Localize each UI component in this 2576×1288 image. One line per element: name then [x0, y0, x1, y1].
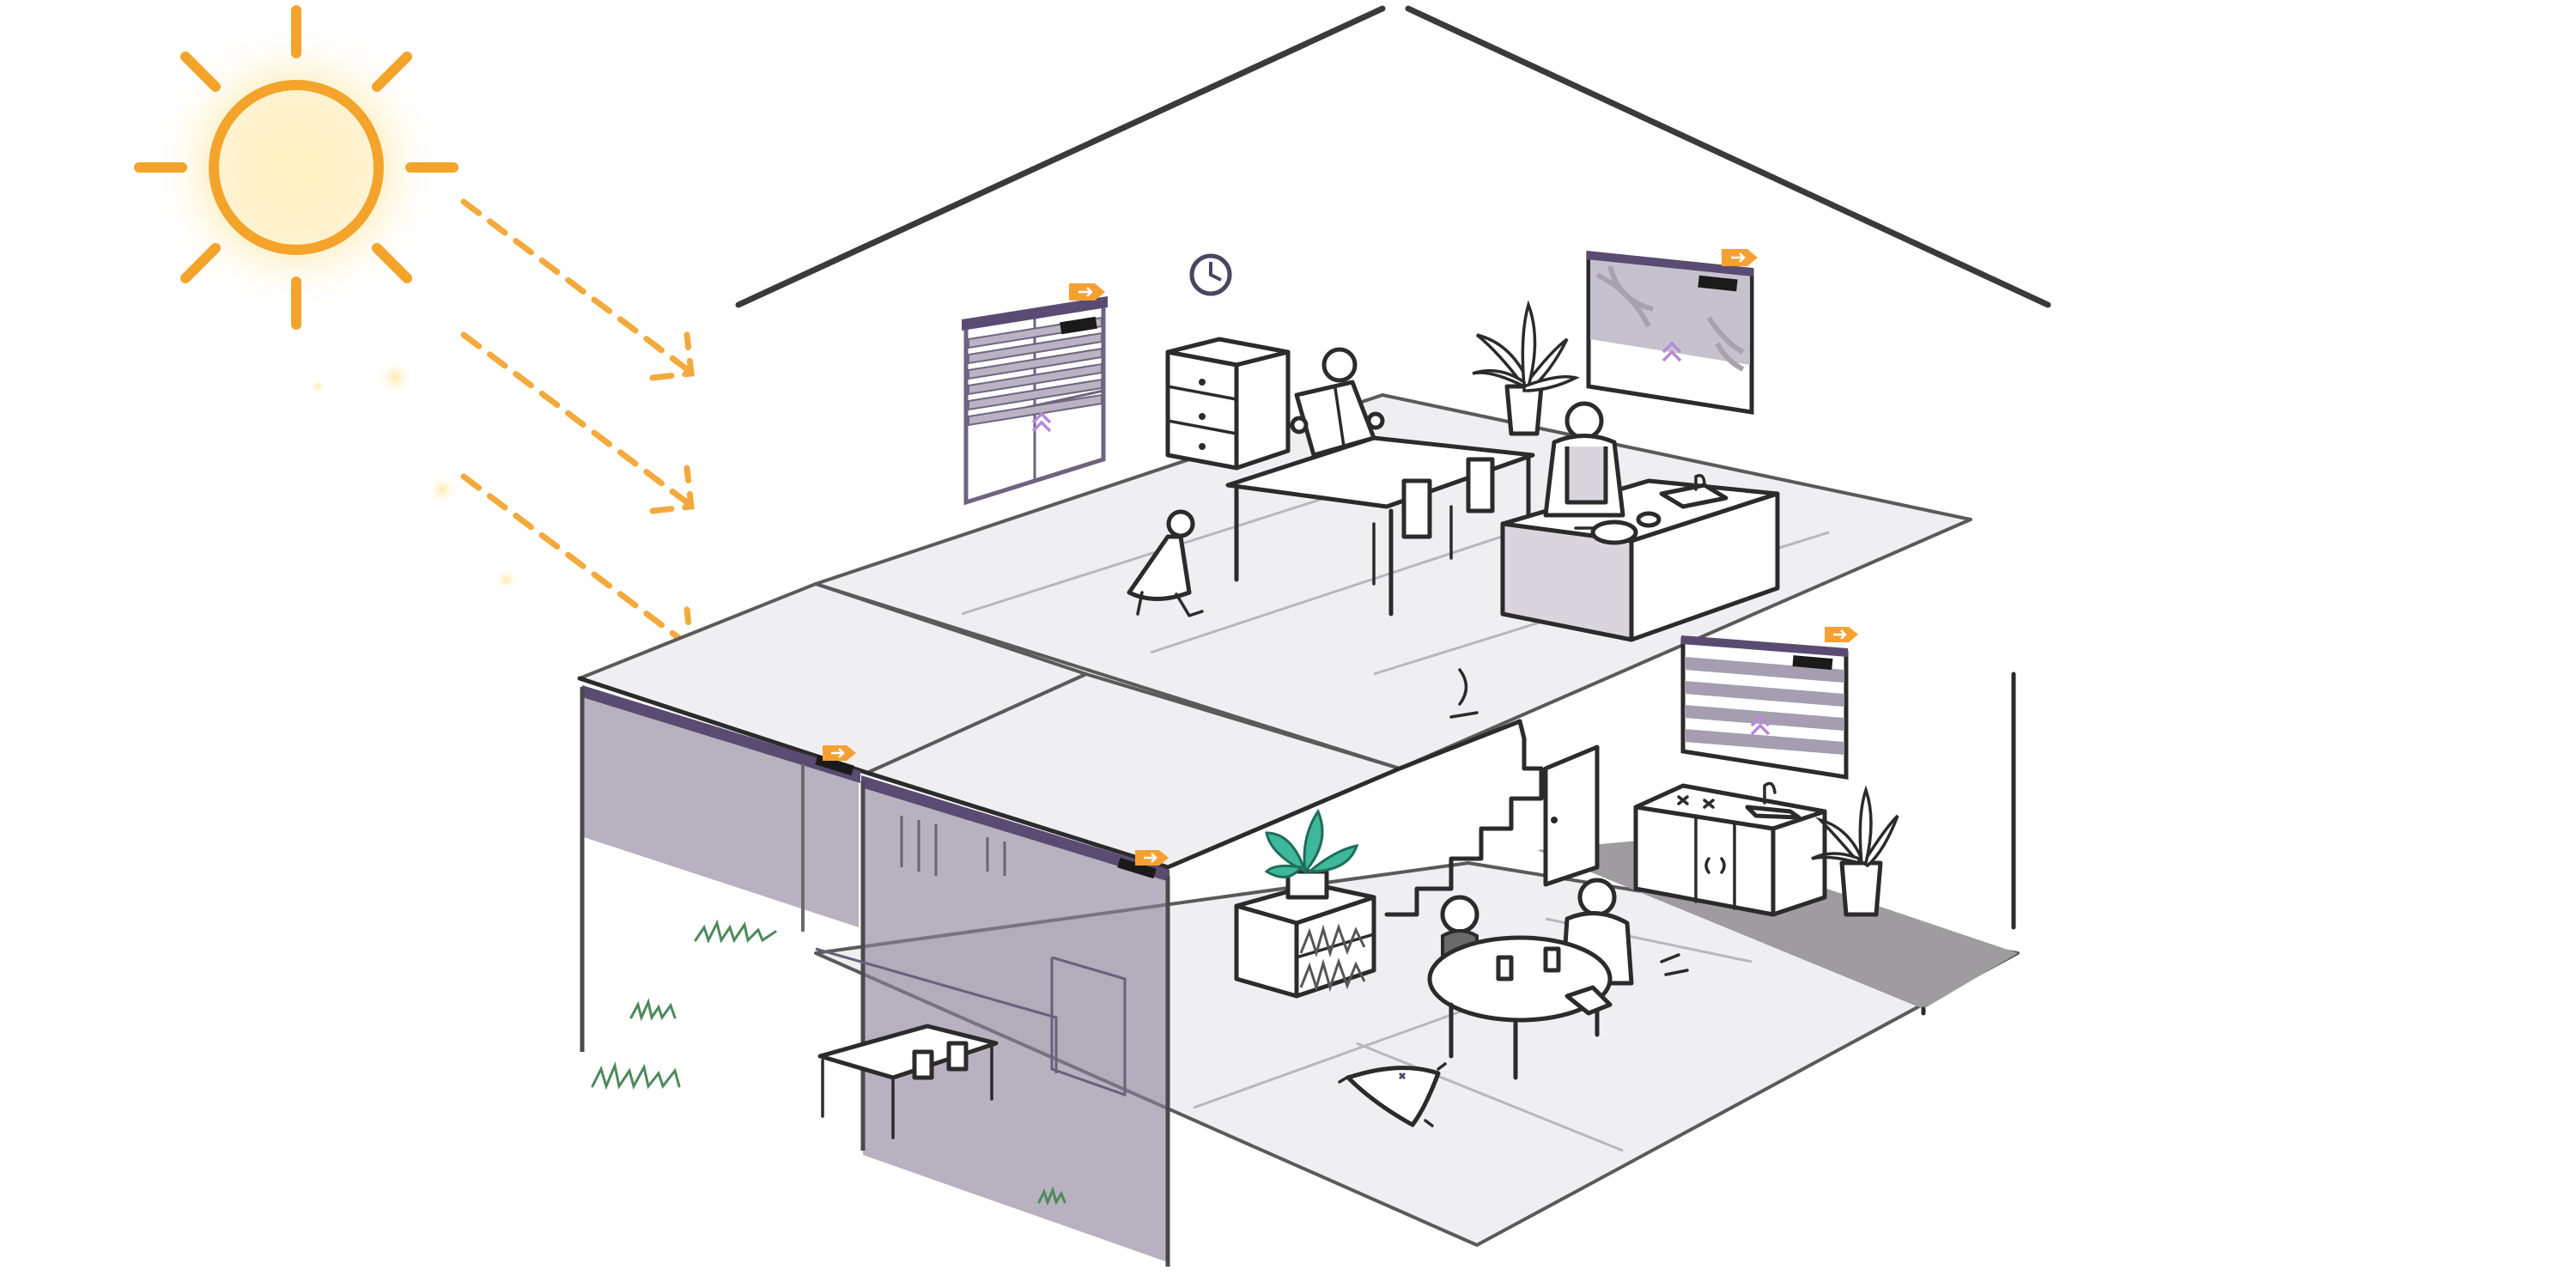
motor-tag-icon [1135, 850, 1169, 866]
patio-table [817, 1024, 999, 1139]
sun-icon [134, 5, 519, 592]
grass-tufts [591, 919, 1066, 1206]
patio-screen-right[interactable] [815, 775, 1170, 1267]
motor-tag-icon [823, 745, 856, 761]
round-table-with-people [1427, 878, 1689, 1080]
chevron-up-icon [1662, 341, 1682, 362]
kitchen-island [1500, 474, 1780, 642]
staircase [1384, 668, 1544, 917]
kitchen-counter [1633, 781, 1827, 917]
potted-plant-icon [1811, 785, 1899, 917]
clock-icon [1189, 253, 1232, 296]
person-reading-newspaper [1290, 347, 1385, 458]
lower-window-zebra-blind[interactable] [1680, 627, 1858, 780]
potted-plant-icon [1264, 808, 1359, 900]
patio-screen-left[interactable] [580, 685, 860, 1052]
upper-right-window-roller-blind[interactable] [1586, 249, 1758, 415]
motor-tag-icon [1825, 627, 1858, 642]
interior-door [1543, 744, 1600, 887]
dresser [1165, 337, 1291, 471]
child-running [1127, 509, 1204, 617]
floor-cushion [1338, 1062, 1447, 1127]
chevron-up-icon [1750, 714, 1771, 736]
chevron-up-icon [1031, 411, 1052, 433]
potted-plant-icon [1472, 300, 1581, 436]
person-cooking [1543, 401, 1662, 545]
motor-tag-icon [1722, 249, 1758, 266]
sideboard [1234, 882, 1376, 999]
upper-left-window-venetian-blind[interactable] [962, 283, 1108, 506]
roof-outline [735, 5, 2051, 308]
motor-tag-icon [1069, 283, 1105, 301]
